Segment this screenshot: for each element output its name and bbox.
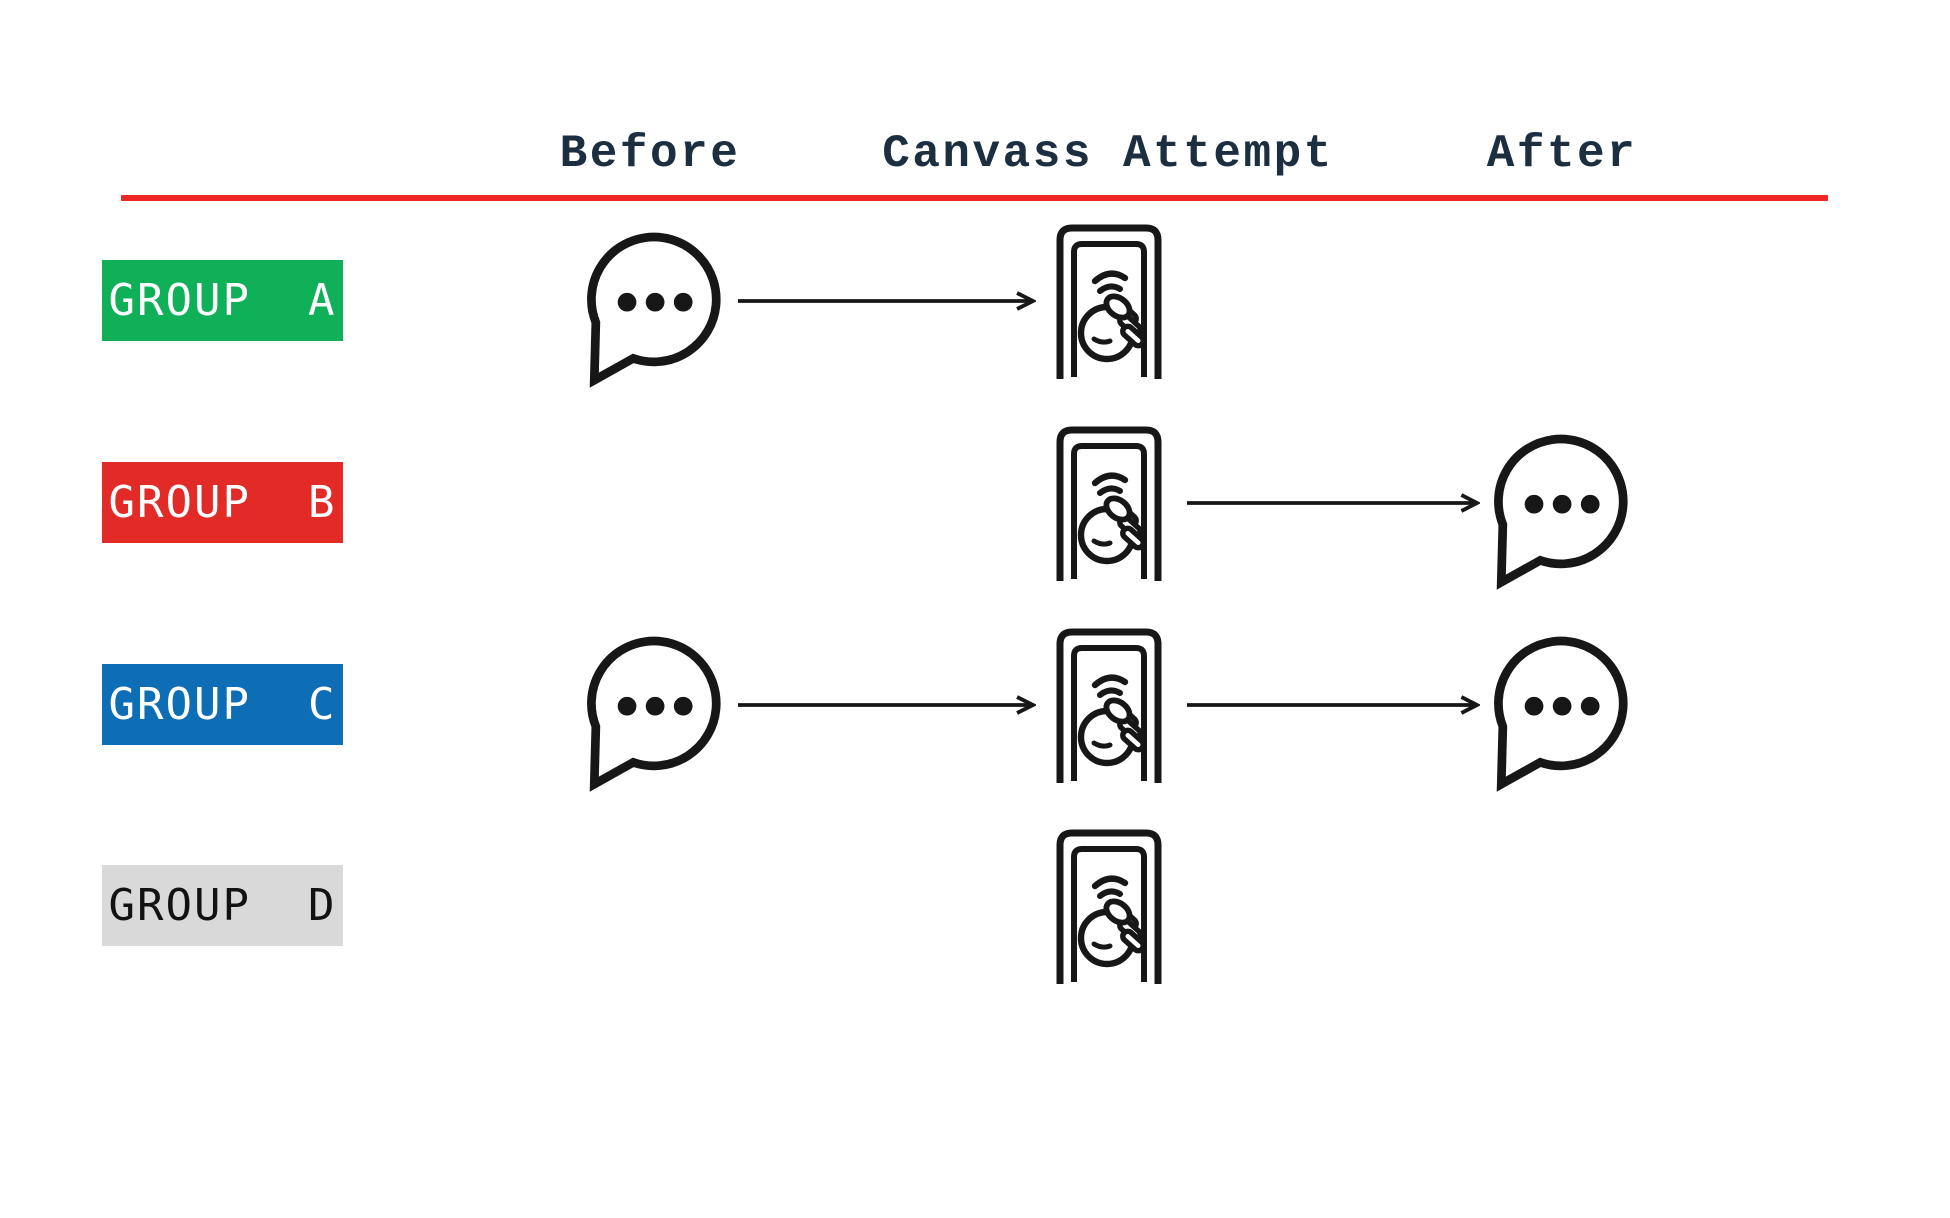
flow-arrow-group-a-before-to-canvass bbox=[737, 289, 1036, 313]
speech-bubble-icon-group-b-after bbox=[1481, 434, 1637, 590]
flow-arrow-group-c-before-to-canvass bbox=[737, 693, 1036, 717]
door-knock-icon-group-b-canvass bbox=[1056, 422, 1162, 584]
speech-bubble-icon-group-c-after bbox=[1481, 636, 1637, 792]
door-knock-icon-group-a-canvass bbox=[1056, 220, 1162, 382]
column-header-canvass-attempt: Canvass Attempt bbox=[882, 128, 1334, 180]
door-knock-icon-group-d-canvass bbox=[1056, 825, 1162, 987]
speech-bubble-icon-group-a-before bbox=[574, 232, 730, 388]
group-a-label: GROUP A bbox=[102, 260, 343, 341]
header-divider-rule bbox=[121, 195, 1828, 201]
flow-arrow-group-b-canvass-to-after bbox=[1186, 491, 1480, 515]
column-header-after: After bbox=[1486, 128, 1638, 180]
flow-arrow-group-c-canvass-to-after bbox=[1186, 693, 1480, 717]
speech-bubble-icon-group-c-before bbox=[574, 636, 730, 792]
group-c-label: GROUP C bbox=[102, 664, 343, 745]
group-b-label: GROUP B bbox=[102, 462, 343, 543]
group-d-label: GROUP D bbox=[102, 865, 343, 946]
door-knock-icon-group-c-canvass bbox=[1056, 624, 1162, 786]
column-header-before: Before bbox=[559, 128, 741, 180]
